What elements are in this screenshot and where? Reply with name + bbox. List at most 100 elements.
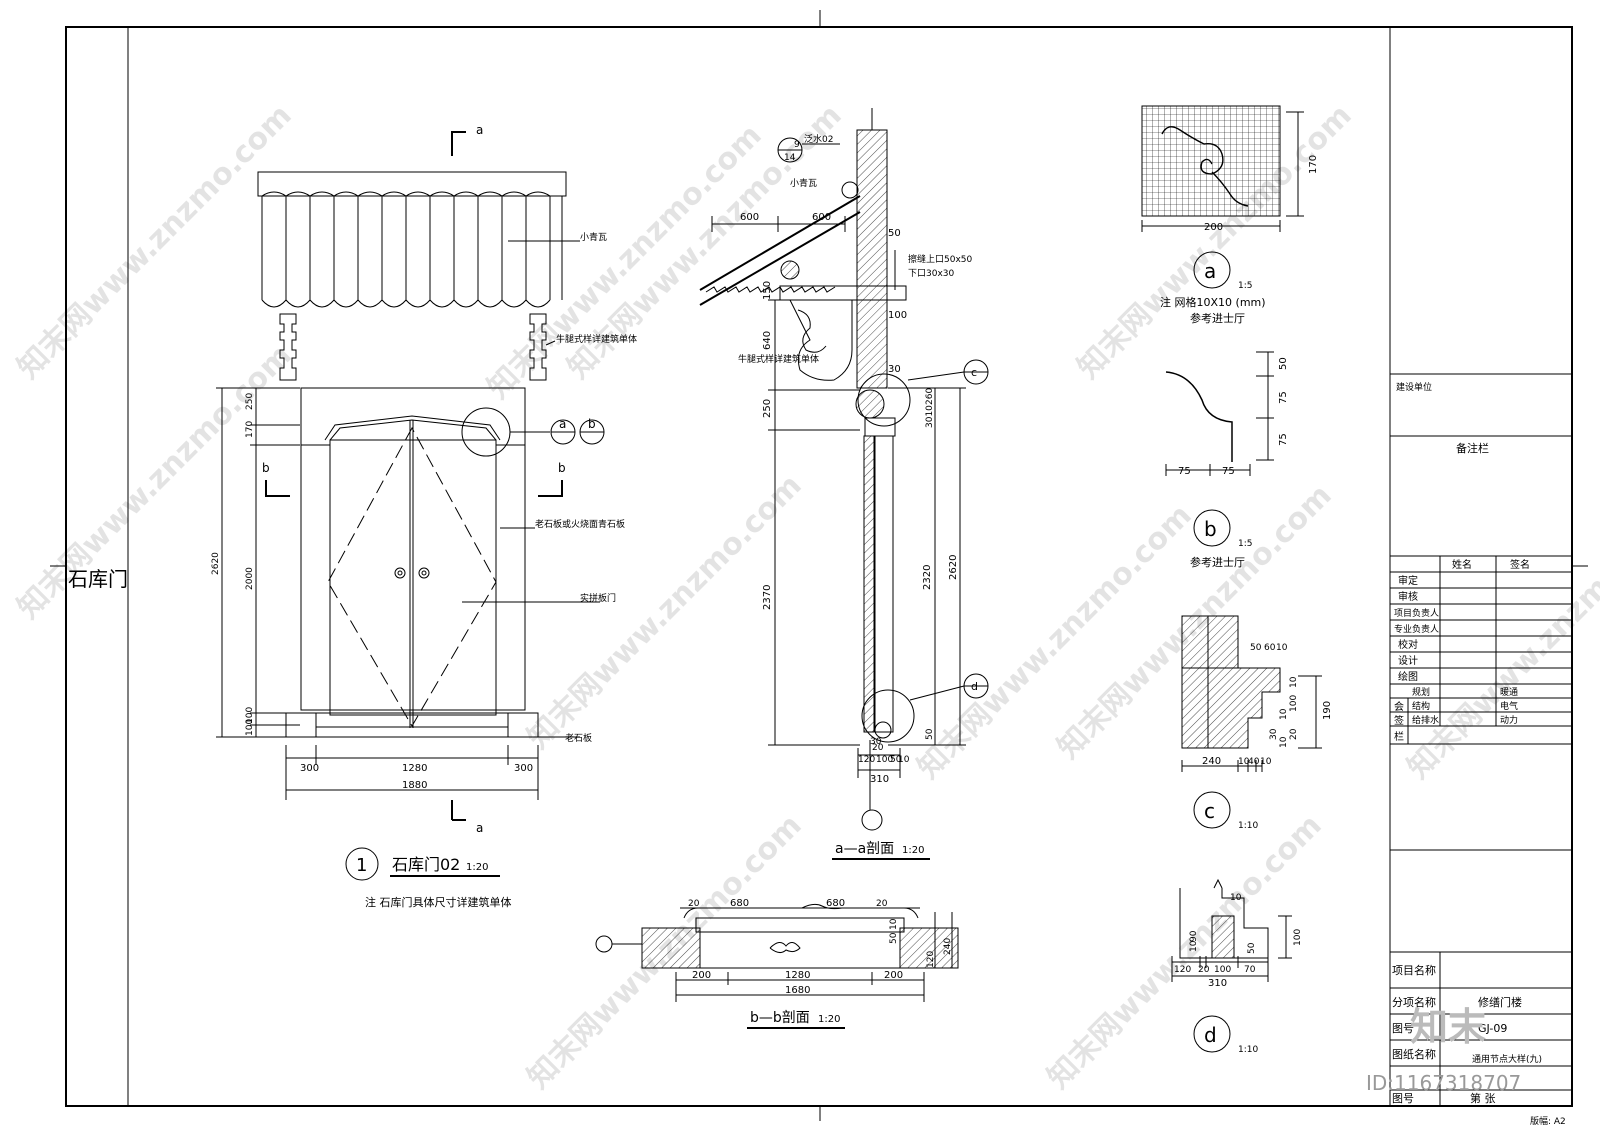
- aa-dim-150: 150: [762, 281, 773, 300]
- bb-dim-1280: 1280: [785, 970, 810, 981]
- section-mark-a-top: a: [476, 123, 483, 137]
- dd-dim-r100: 100: [1293, 929, 1303, 946]
- detail-c-scale: 1:10: [1238, 821, 1258, 831]
- db-dim-w1: 75: [1178, 466, 1191, 477]
- detail-b-callout: b: [1204, 517, 1217, 541]
- watermark: 知末网www.znzmo.com: [1401, 498, 1600, 786]
- tb-sub-label: 分项名称: [1392, 995, 1436, 1009]
- dim-left-total: 2620: [211, 552, 221, 575]
- aa-label-tile: 小青瓦: [790, 177, 817, 189]
- section-aa-drawing: [699, 108, 989, 831]
- dc-dim-190: 190: [1322, 701, 1333, 720]
- label-door: 实拼板门: [580, 592, 616, 604]
- aa-dim-640: 640: [762, 331, 773, 350]
- aa-dim-100: 100: [888, 310, 907, 321]
- aa-dim-3010: 3010: [925, 405, 935, 428]
- callout-b[interactable]: b: [588, 417, 596, 431]
- callout-a[interactable]: a: [559, 417, 566, 431]
- bb-dim-680a: 680: [730, 898, 749, 909]
- tb-seal-cell-4: 给排水: [1412, 714, 1439, 726]
- detail-b-scale: 1:5: [1238, 539, 1252, 549]
- tb-col-sign: 签名: [1510, 558, 1530, 571]
- tb-role-4: 校对: [1398, 638, 1418, 651]
- label-stone-base: 老石板: [565, 732, 592, 744]
- aa-callout-d[interactable]: d: [971, 680, 978, 693]
- tb-role-1: 审核: [1398, 590, 1418, 603]
- dc-dim-40: 40: [1248, 757, 1260, 767]
- db-dim-h3: 75: [1278, 433, 1289, 446]
- tb-no-label: 图号: [1392, 1022, 1414, 1035]
- bb-dim-50: 50: [889, 932, 899, 944]
- tb-seal-cell-0: 规划: [1412, 686, 1430, 698]
- dc-dim-r100: 100: [1289, 695, 1299, 712]
- tb-seal-1: 签: [1394, 714, 1404, 727]
- detail-d-scale: 1:10: [1238, 1045, 1258, 1055]
- sheet-size: 版幅: A2: [1530, 1115, 1566, 1127]
- elevation-title: 石库门02: [392, 855, 460, 874]
- dc-dim-top2: 60: [1264, 643, 1276, 653]
- tb-drawing-value: 通用节点大样(九): [1472, 1053, 1542, 1065]
- dc-dim-top1: 50: [1250, 643, 1262, 653]
- watermark: 知末网www.znzmo.com: [1041, 808, 1329, 1096]
- dd-dim-120: 120: [1174, 965, 1191, 975]
- tb-role-0: 审定: [1398, 574, 1418, 587]
- detail-a-scale: 1:5: [1238, 281, 1252, 291]
- elevation-note: 注 石库门具体尺寸详建筑单体: [365, 895, 512, 909]
- bb-dim-240: 240: [943, 938, 953, 955]
- aa-scale: 1:20: [902, 845, 924, 856]
- detail-d-callout: d: [1204, 1023, 1217, 1047]
- dc-dim-r10a: 10: [1289, 676, 1299, 688]
- da-dim-h: 170: [1308, 155, 1319, 174]
- dim-bottom-total: 1880: [402, 780, 427, 791]
- tb-sheet-label: 图号: [1392, 1092, 1414, 1105]
- title-block-grid: [1390, 373, 1572, 1106]
- da-dim-w: 200: [1204, 222, 1223, 233]
- dim-left-250: 250: [245, 393, 255, 410]
- bb-dim-200a: 200: [692, 970, 711, 981]
- aa-dim-30b: 30: [870, 737, 882, 747]
- dim-bottom-left: 300: [300, 763, 319, 774]
- tb-drawing-label: 图纸名称: [1392, 1047, 1436, 1061]
- tb-role-5: 设计: [1398, 654, 1418, 667]
- bb-scale: 1:20: [818, 1014, 840, 1025]
- dd-dim-20: 20: [1198, 965, 1210, 975]
- aa-ref-num: 9: [794, 140, 800, 150]
- dc-dim-r30: 30: [1269, 728, 1279, 740]
- dd-dim-r50: 50: [1247, 942, 1257, 954]
- label-stone-frame: 老石板或火烧面青石板: [535, 518, 625, 530]
- aa-label-purlin2: 下口30x30: [908, 269, 955, 279]
- aa-dim-100b: 100: [876, 755, 893, 765]
- bb-dim-20a: 20: [688, 899, 700, 909]
- aa-dim-2320: 2320: [922, 565, 933, 590]
- dc-dim-r20: 20: [1289, 728, 1299, 740]
- elevation-drawing: [216, 131, 605, 821]
- aa-callout-c[interactable]: c: [971, 366, 977, 379]
- tb-seal-0: 会: [1394, 700, 1404, 713]
- tb-sheet-value: 第 张: [1470, 1091, 1496, 1105]
- dd-dim-70: 70: [1244, 965, 1256, 975]
- tb-seal-cell-3: 电气: [1500, 700, 1518, 712]
- aa-ref-den: 14: [784, 153, 796, 163]
- elevation-number: 1: [356, 855, 367, 876]
- dc-dim-10b: 10: [1260, 757, 1272, 767]
- bb-dim-120: 120: [926, 951, 936, 968]
- tb-no-value: GJ-09: [1478, 1022, 1507, 1035]
- dc-dim-r10b: 10: [1279, 708, 1289, 720]
- db-dim-h1: 50: [1278, 357, 1289, 370]
- elevation-number-circle: [345, 847, 379, 881]
- detail-a-note: 注 网格10X10 (mm): [1160, 295, 1266, 309]
- section-mark-a-bottom: a: [476, 821, 483, 835]
- tb-remarks: 备注栏: [1456, 441, 1489, 455]
- tb-role-2: 项目负责人: [1394, 607, 1439, 619]
- aa-dim-2620: 2620: [948, 555, 959, 580]
- db-dim-w2: 75: [1222, 466, 1235, 477]
- tb-col-name: 姓名: [1452, 558, 1472, 571]
- aa-dim-600: 600: [740, 212, 759, 223]
- aa-dim-250: 250: [762, 399, 773, 418]
- tb-seal-cell-1: 暖通: [1500, 686, 1518, 698]
- watermark: 知末网www.znzmo.com: [521, 468, 809, 756]
- bb-dim-20b: 20: [876, 899, 888, 909]
- aa-dim-50b: 50: [890, 755, 902, 765]
- aa-label-purlin: 擦缝上口50x50: [908, 253, 973, 265]
